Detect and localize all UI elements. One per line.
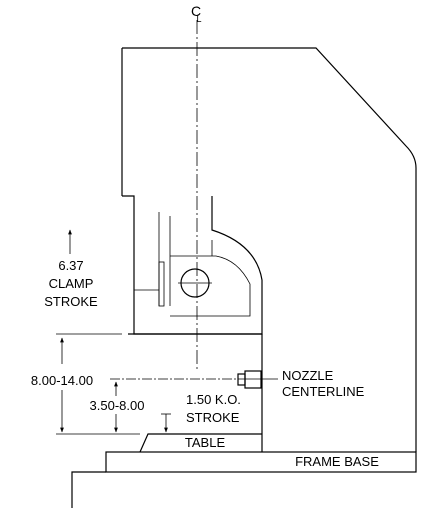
ram-inner-contour: [170, 255, 251, 317]
clamp-stroke-dimension: 6.37 CLAMP STROKE: [44, 229, 98, 309]
table-label: TABLE: [185, 435, 226, 450]
table: TABLE: [139, 433, 262, 453]
frame-base: FRAME BASE: [105, 451, 417, 473]
ram-slot: [158, 261, 165, 307]
centerline-symbol: C L: [191, 3, 202, 24]
centerline-mark: C: [191, 3, 201, 19]
nozzle-height-dimension: 3.50-8.00: [90, 378, 238, 433]
foundation-outline: [71, 471, 106, 508]
nozzle: NOZZLE CENTERLINE: [237, 368, 365, 399]
nozzle-body: [244, 370, 262, 389]
ram-assembly: [122, 195, 263, 335]
daylight-dimension: 8.00-14.00: [31, 333, 140, 435]
clamp-stroke-label-1: CLAMP: [49, 276, 94, 291]
frame-base-label: FRAME BASE: [295, 454, 379, 469]
centerline-mark-sub: L: [196, 14, 201, 24]
nozzle-label-2: CENTERLINE: [282, 384, 365, 399]
nozzle-height-value: 3.50-8.00: [90, 398, 145, 413]
ram-outline: [122, 195, 263, 335]
frame-outline: [122, 47, 417, 452]
nozzle-tip: [237, 373, 246, 386]
clamp-stroke-value: 6.37: [58, 258, 83, 273]
ko-stroke-value: 1.50 K.O.: [186, 392, 241, 407]
clamp-stroke-label-2: STROKE: [44, 294, 98, 309]
ko-stroke-label: STROKE: [186, 410, 240, 425]
daylight-value: 8.00-14.00: [31, 373, 93, 388]
table-outline: [139, 433, 262, 453]
frame-base-outline: [105, 451, 417, 473]
nozzle-label-1: NOZZLE: [282, 368, 334, 383]
ko-stroke-dimension: 1.50 K.O. STROKE: [161, 392, 241, 433]
